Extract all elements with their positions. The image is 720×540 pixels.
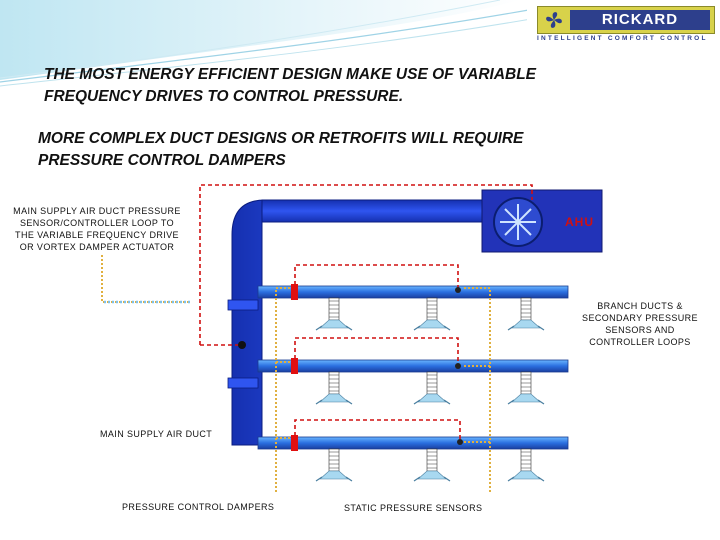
branch-duct-1	[257, 285, 569, 299]
main-sensor-note: MAIN SUPPLY AIR DUCT PRESSURE SENSOR/CON…	[13, 206, 181, 252]
sensors-leader-line	[462, 287, 491, 492]
main-pressure-control-loop	[199, 184, 533, 345]
dampers-leader-line	[275, 287, 292, 492]
logo-wordmark: RICKARD	[570, 10, 710, 30]
ahu-label: AHU	[565, 215, 594, 229]
main-pressure-sensor	[238, 341, 246, 349]
diffuser-icon	[413, 371, 451, 405]
branch-control-loop-1	[294, 264, 459, 292]
pressure-control-damper-3	[291, 435, 298, 451]
branch-duct-2	[257, 359, 569, 373]
rickard-logo: RICKARD INTELLIGENT COMFORT CONTROL	[527, 2, 717, 46]
branch-control-loop-3	[294, 419, 461, 443]
logo-badge: RICKARD	[537, 6, 715, 34]
fan-logo-icon	[546, 12, 562, 28]
main-supply-header-duct	[261, 199, 491, 223]
diffuser-icon	[315, 297, 353, 331]
pressure-control-damper-1	[291, 284, 298, 300]
diffuser-icon	[507, 448, 545, 482]
secondary-heading: MORE COMPLEX DUCT DESIGNS OR RETROFITS W…	[38, 130, 524, 169]
header-wave-decoration	[0, 0, 561, 87]
pressure-control-dampers-label: PRESSURE CONTROL DAMPERS	[122, 502, 275, 512]
pressure-control-damper-2	[291, 358, 298, 374]
diffuser-icon	[507, 371, 545, 405]
static-pressure-sensors-label: STATIC PRESSURE SENSORS	[344, 503, 483, 513]
main-supply-duct-label: MAIN SUPPLY AIR DUCT	[100, 429, 213, 439]
static-pressure-sensor-3	[457, 439, 463, 445]
static-pressure-sensor-2	[455, 363, 461, 369]
diffuser-icon	[413, 448, 451, 482]
logo-tagline: INTELLIGENT COMFORT CONTROL	[537, 35, 708, 42]
static-pressure-sensor-1	[455, 287, 461, 293]
branch-control-loop-2	[294, 337, 459, 366]
diffuser-icon	[413, 297, 451, 331]
branch-duct-3	[257, 436, 569, 450]
diffuser-icon	[315, 448, 353, 482]
branch-ducts-note: BRANCH DUCTS & SECONDARY PRESSURE SENSOR…	[582, 301, 698, 347]
diffuser-icon	[507, 297, 545, 331]
primary-heading: THE MOST ENERGY EFFICIENT DESIGN MAKE US…	[44, 66, 537, 105]
diffuser-icon	[315, 371, 353, 405]
